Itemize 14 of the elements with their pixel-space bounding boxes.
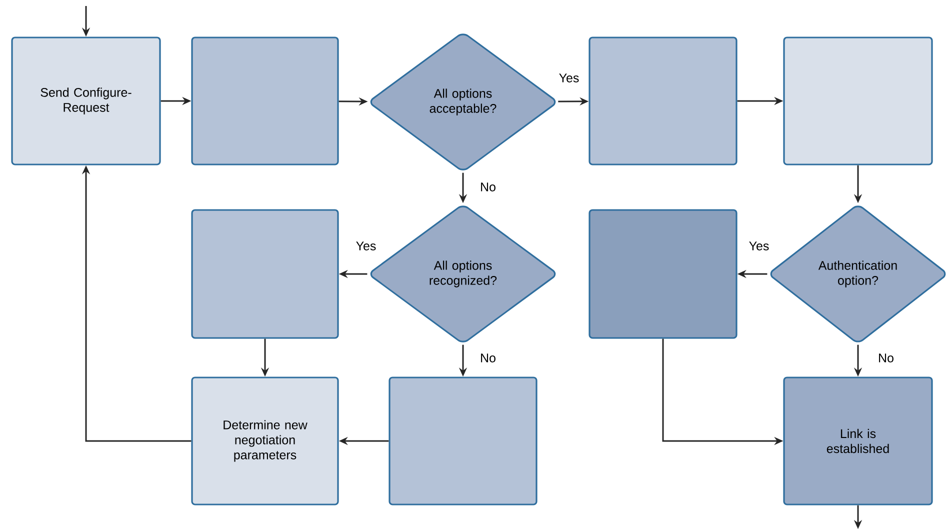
process-box bbox=[191, 209, 339, 339]
edge-label: Yes bbox=[558, 72, 580, 84]
edge-label: No bbox=[479, 182, 497, 192]
process-box bbox=[388, 376, 538, 506]
process-box: Determine new negotiation parameters bbox=[191, 376, 339, 506]
process-box bbox=[588, 209, 738, 339]
edge-label: Yes bbox=[748, 240, 770, 252]
process-box bbox=[783, 36, 933, 166]
process-box: Link is established bbox=[783, 376, 933, 506]
edge-label: No bbox=[479, 352, 497, 364]
process-box: Send Configure-Request bbox=[11, 36, 161, 166]
edge-label: No bbox=[877, 352, 895, 364]
process-box bbox=[191, 36, 339, 166]
process-box bbox=[588, 36, 738, 166]
